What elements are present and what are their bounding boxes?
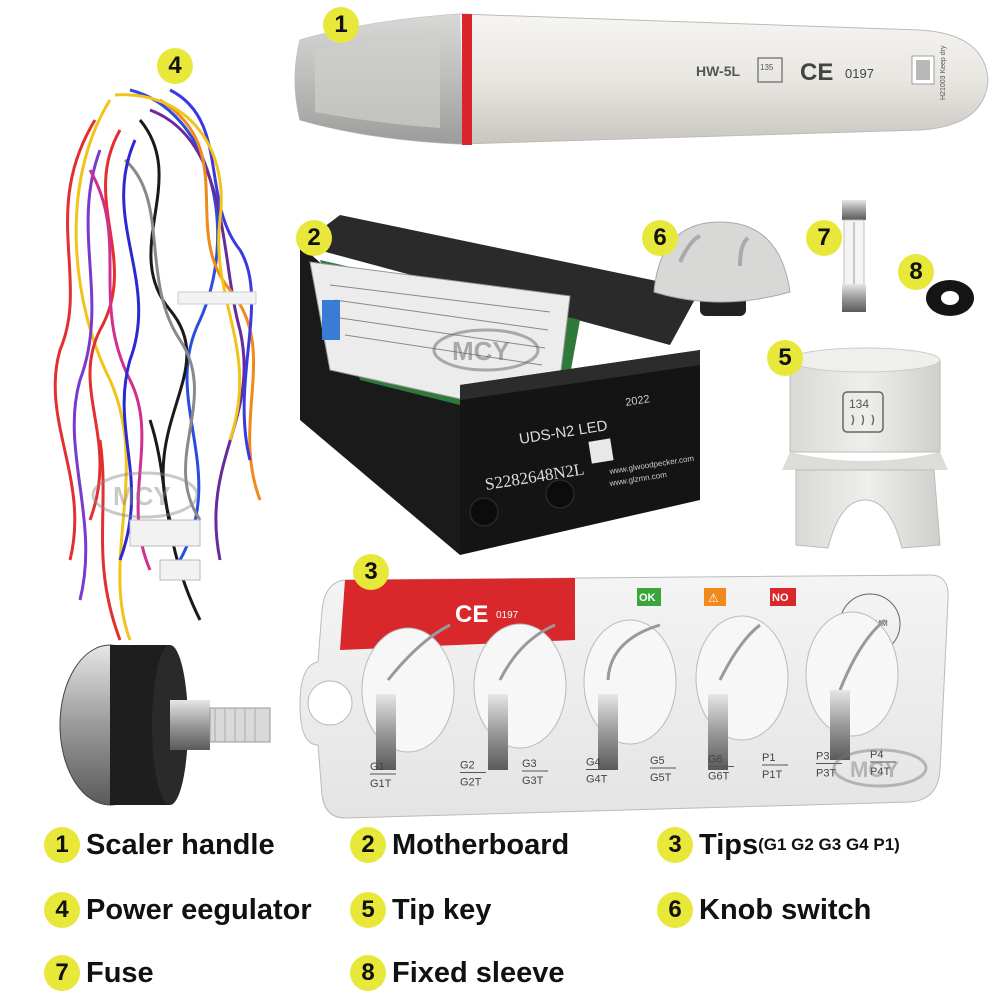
legend-number: 1 (44, 827, 80, 863)
handle-label-text: H21003 Keep dry (940, 45, 947, 100)
legend-number: 7 (44, 955, 80, 991)
tip-label-top: P4 (870, 749, 883, 761)
marker-2: 2 (296, 220, 332, 256)
tip-label-top: G4 (586, 757, 601, 769)
marker-3: 3 (353, 554, 389, 590)
cable-tie (177, 291, 257, 305)
legend-item-knob-switch: 6 Knob switch (657, 890, 871, 930)
legend-item-tip-key: 5 Tip key (350, 890, 491, 930)
tip-label-top: P1 (762, 752, 775, 764)
handle-temp: 135 (760, 63, 774, 72)
tips-status-warn: ⚠ (708, 591, 719, 605)
legend-sublabel: (G1 G2 G3 G4 P1) (758, 835, 900, 854)
legend-number: 8 (350, 955, 386, 991)
legend-item-tips: 3 Tips (G1 G2 G3 G4 P1) (657, 825, 900, 865)
legend-number: 6 (657, 892, 693, 928)
tips-status-no: NO (772, 592, 789, 604)
marker-8: 8 (898, 254, 934, 290)
legend-number: 4 (44, 892, 80, 928)
marker-6: 6 (642, 220, 678, 256)
tip-label-top: G2 (460, 760, 475, 772)
tip-label-bottom: P4T (870, 766, 890, 778)
tip-label-bottom: G2T (460, 777, 482, 789)
tip-label-bottom: P1T (762, 769, 782, 781)
legend-label: Scaler handle (86, 828, 275, 861)
wires-watermark: MCY (91, 471, 199, 519)
marker-5: 5 (767, 340, 803, 376)
marker-4: 4 (157, 48, 193, 84)
tip-label-bottom: G1T (370, 778, 392, 790)
tip-label-top: G3 (522, 758, 537, 770)
tips-ce-number: 0197 (496, 610, 519, 621)
legend-label: Power eegulator (86, 893, 312, 926)
potentiometer (59, 644, 271, 806)
handle-model: HW-5L (696, 63, 740, 79)
svg-text:MCY: MCY (113, 481, 171, 511)
fuse (842, 200, 866, 312)
legend-label: Fixed sleeve (392, 956, 565, 989)
tips-ce: CE (455, 601, 488, 628)
legend-item-power-regulator: 4 Power eegulator (44, 890, 312, 930)
tip-label-top: P3 (816, 751, 829, 763)
tip-label-bottom: G3T (522, 775, 544, 787)
wire-bundle (53, 88, 262, 641)
tip-label-top: G5 (650, 755, 665, 767)
legend-item-fuse: 7 Fuse (44, 953, 154, 993)
tip-instruments (376, 618, 886, 770)
legend-item-motherboard: 2 Motherboard (350, 825, 569, 865)
scaler-handle: HW-5L 135 CE 0197 H21003 Keep dry (294, 13, 989, 145)
legend-number: 3 (657, 827, 693, 863)
tip-label-bottom: G5T (650, 772, 672, 784)
board-year: 2022 (625, 393, 651, 409)
marker-1: 1 (323, 7, 359, 43)
tip-key: 134 (782, 347, 948, 549)
legend-number: 5 (350, 892, 386, 928)
svg-text:MCY: MCY (452, 336, 510, 366)
handle-ce: CE (800, 59, 833, 86)
legend-label: Motherboard (392, 828, 570, 861)
legend-number: 2 (350, 827, 386, 863)
motherboard: UDS-N2 LED S2282648N2L 2022 www.glwoodpe… (300, 215, 700, 555)
legend-label: Tip key (392, 893, 492, 926)
legend-label: Knob switch (699, 893, 872, 926)
legend-item-scaler-handle: 1 Scaler handle (44, 825, 275, 865)
legend-item-fixed-sleeve: 8 Fixed sleeve (350, 953, 565, 993)
tip-label-bottom: G4T (586, 774, 608, 786)
tip-label-bottom: P3T (816, 768, 836, 780)
legend-label: Tips (699, 828, 759, 861)
marker-7: 7 (806, 220, 842, 256)
legend-label: Fuse (86, 956, 154, 989)
svg-text:MCY: MCY (850, 757, 899, 782)
tip-label-bottom: G6T (708, 771, 730, 783)
tip-label-top: G6 (708, 754, 723, 766)
tip-label-top: G1 (370, 761, 385, 773)
tip-key-temp: 134 (849, 397, 869, 411)
tips-status-ok: OK (639, 592, 656, 604)
fixed-sleeve (926, 280, 974, 316)
connector-block (129, 519, 201, 581)
handle-ce-number: 0197 (845, 66, 874, 81)
